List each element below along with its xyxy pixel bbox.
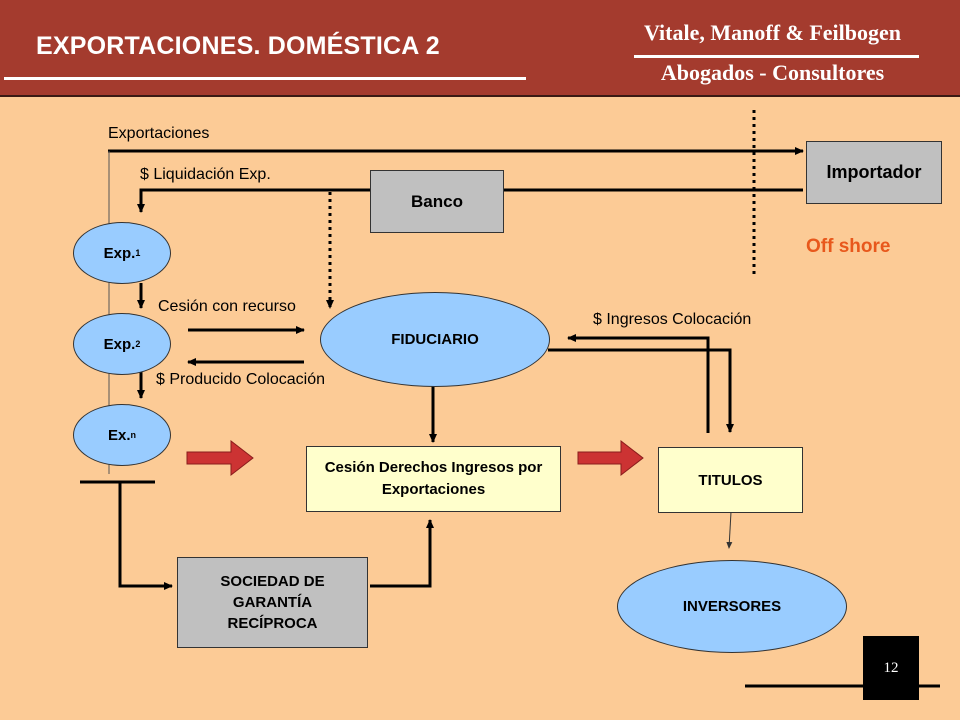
exporters-sgr-arrow xyxy=(118,482,173,590)
node-banco: Banco xyxy=(370,170,504,233)
node-titulos: TITULOS xyxy=(658,447,803,513)
node-sgr: SOCIEDAD DE GARANTÍA RECÍPROCA xyxy=(177,557,368,648)
label-liquidacion: $ Liquidación Exp. xyxy=(140,166,271,183)
ingresos-colocacion-arrow xyxy=(567,334,710,433)
sgr-cesion-arrow xyxy=(370,519,434,588)
expn-subscript: n xyxy=(130,430,137,440)
label-producido: $ Producido Colocación xyxy=(156,371,325,388)
header-bar: EXPORTACIONES. DOMÉSTICA 2 Vitale, Manof… xyxy=(0,0,960,97)
firm-name: Vitale, Manoff & Feilbogen xyxy=(643,20,902,45)
node-cesion-derechos: Cesión Derechos Ingresos por Exportacion… xyxy=(306,446,561,512)
exp1-label: Exp. xyxy=(103,244,136,262)
label-ingresos-colocacion: $ Ingresos Colocación xyxy=(593,311,752,328)
block-arrow-right xyxy=(577,439,644,477)
node-fiduciario: FIDUCIARIO xyxy=(320,292,550,387)
label-off-shore: Off shore xyxy=(806,236,891,257)
node-exp1: Exp.1 xyxy=(73,222,171,284)
fiduciario-titulos-arrow xyxy=(548,348,734,433)
node-expn: Ex.n xyxy=(73,404,171,466)
firm-subtitle: Abogados - Consultores xyxy=(660,60,885,85)
label-exportaciones: Exportaciones xyxy=(108,125,210,142)
exp1-subscript: 1 xyxy=(135,248,141,258)
node-exp2: Exp.2 xyxy=(73,313,171,375)
liquidacion-arrow xyxy=(137,188,803,213)
node-inversores: INVERSORES xyxy=(617,560,847,653)
slide-title: EXPORTACIONES. DOMÉSTICA 2 xyxy=(36,32,440,60)
exp2-subscript: 2 xyxy=(135,339,141,349)
label-cesion-recurso: Cesión con recurso xyxy=(158,298,296,315)
block-arrow-left xyxy=(186,439,254,477)
exp2-label: Exp. xyxy=(103,335,136,353)
titulos-inversores-arrow xyxy=(726,511,733,549)
firm-divider xyxy=(634,55,919,58)
page-number: 12 xyxy=(863,636,919,700)
expn-label: Ex. xyxy=(107,426,131,444)
node-importador: Importador xyxy=(806,141,942,204)
title-underline xyxy=(4,77,526,80)
